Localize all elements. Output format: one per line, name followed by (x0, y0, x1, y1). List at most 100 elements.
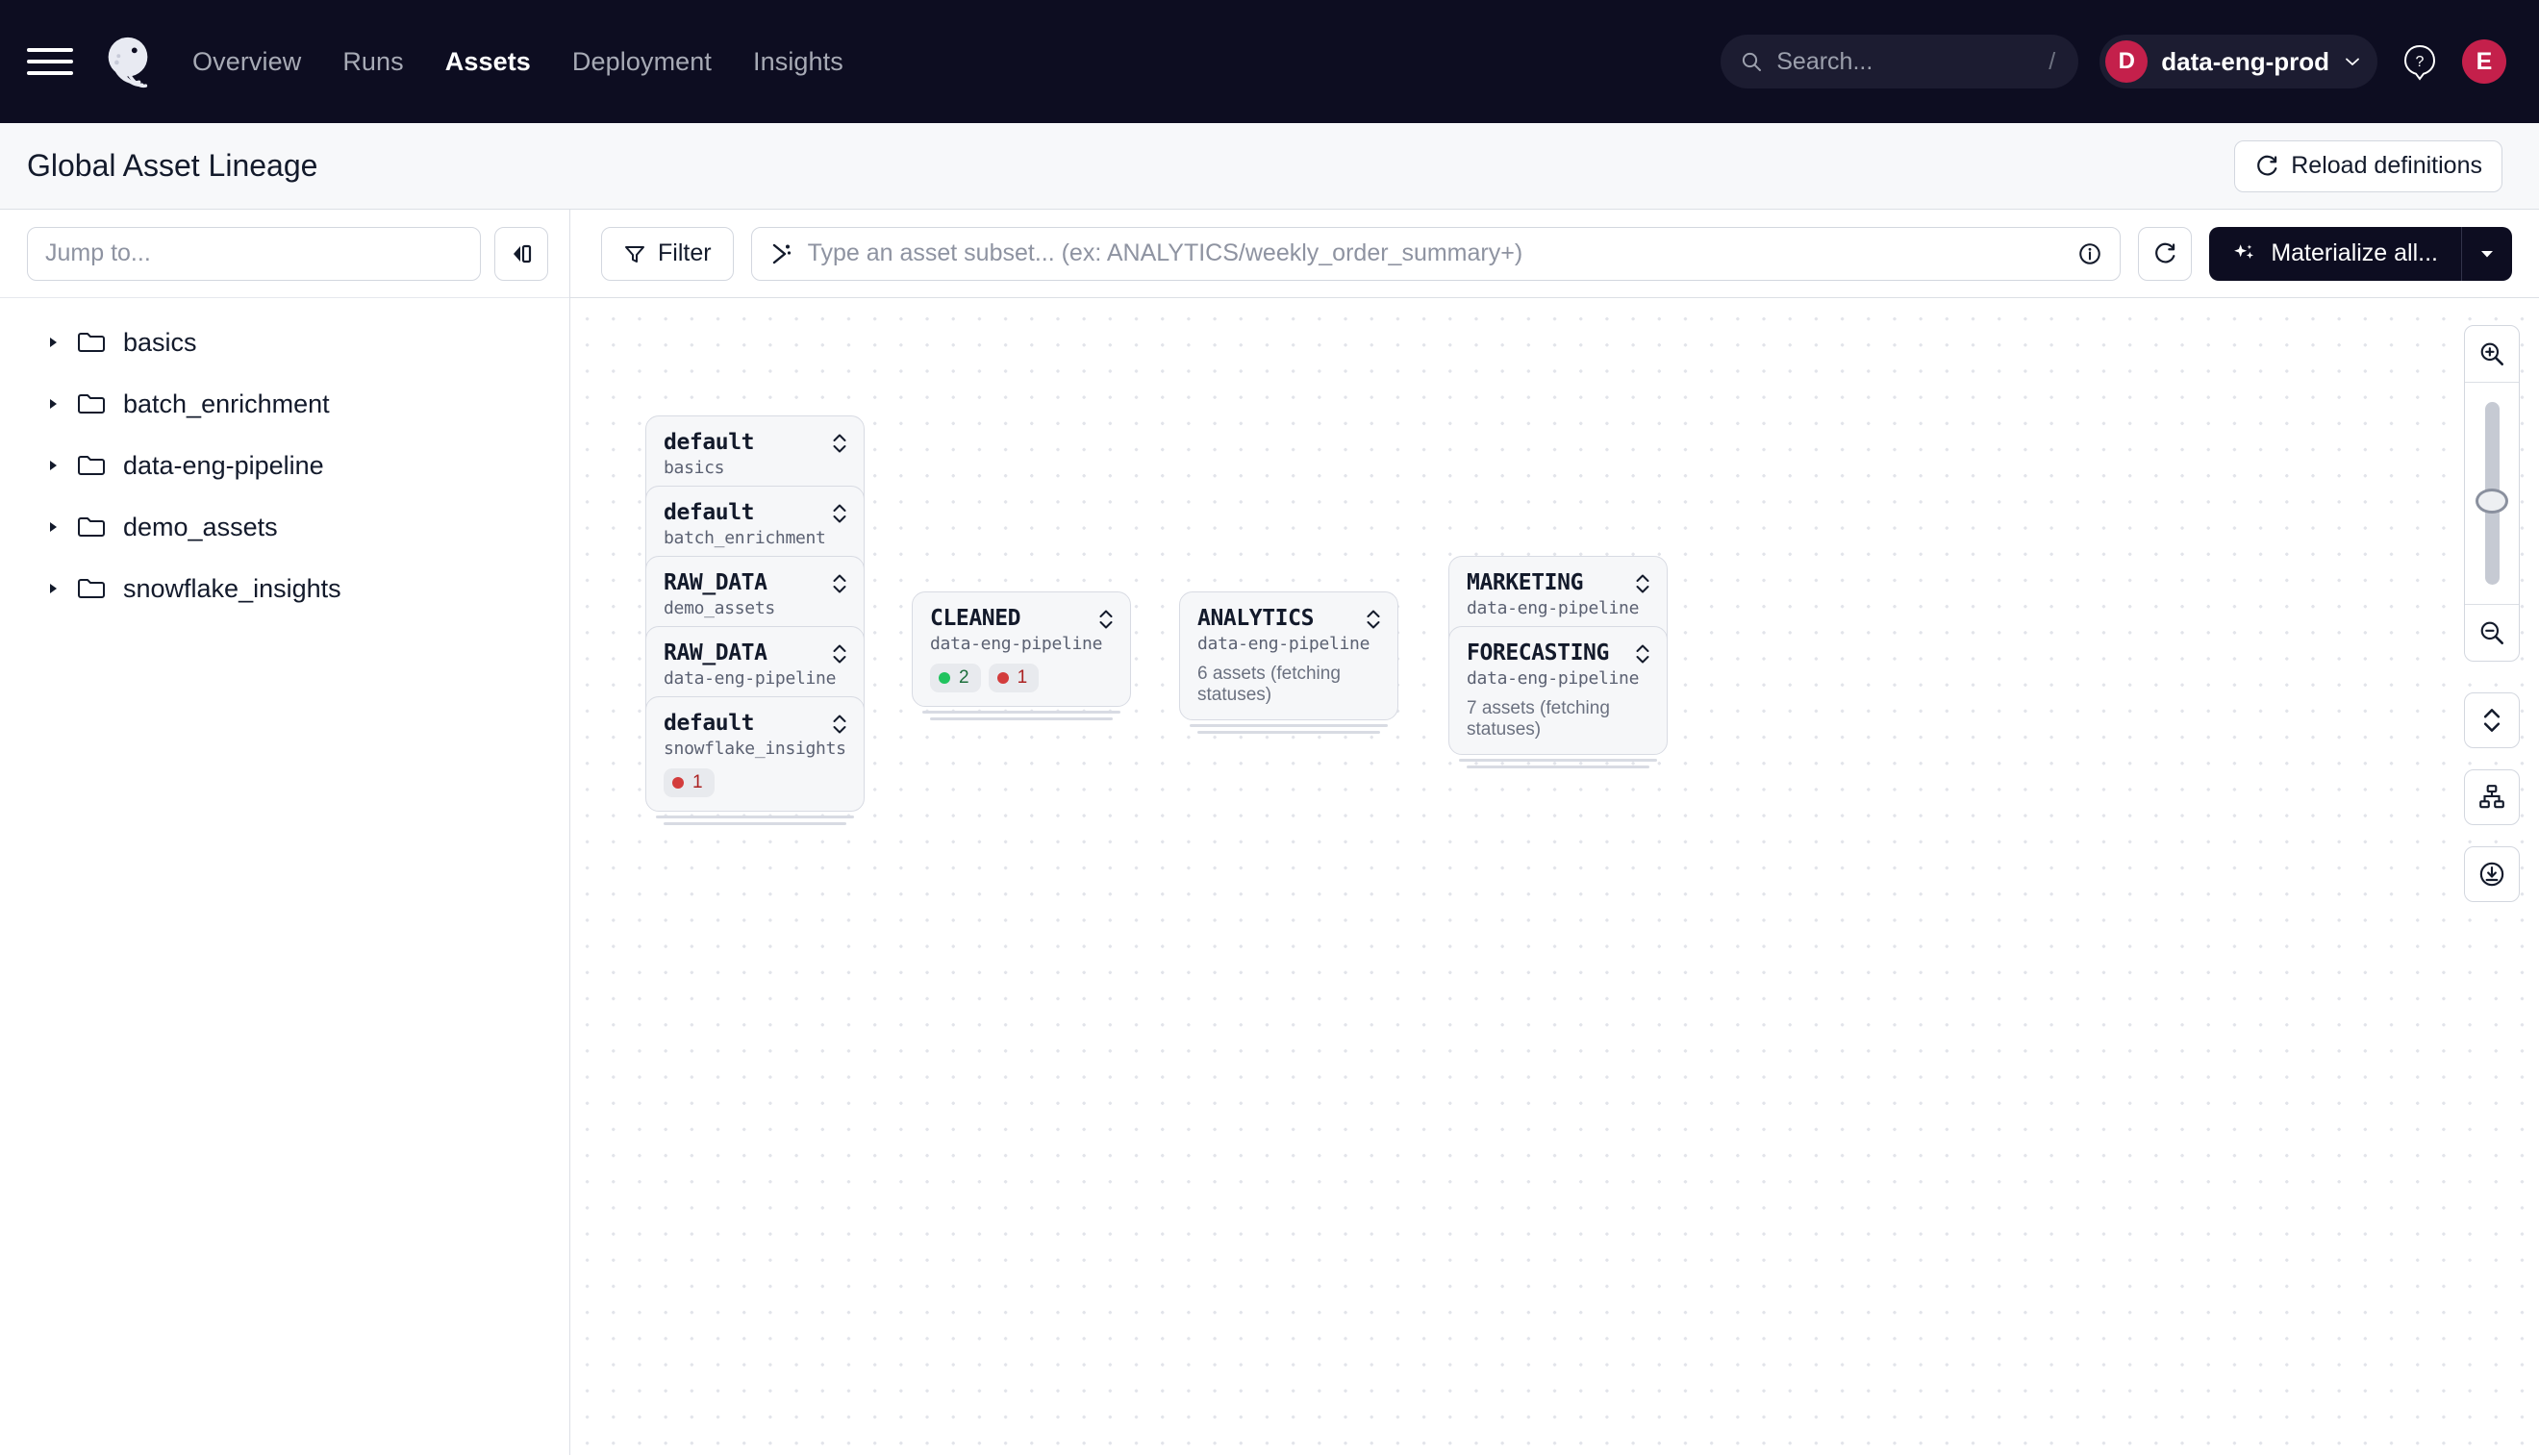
expand-collapse-icon[interactable] (831, 642, 848, 665)
node-subtitle: batch_enrichment (664, 528, 826, 548)
nav-link-runs[interactable]: Runs (342, 46, 404, 76)
node-title: FORECASTING (1467, 640, 1609, 665)
node-subtitle: basics (664, 458, 725, 478)
filter-button[interactable]: Filter (601, 226, 734, 281)
download-circle-icon (2479, 862, 2504, 887)
nav-link-insights[interactable]: Insights (753, 46, 843, 76)
hamburger-menu-icon[interactable] (27, 38, 73, 85)
refresh-graph-button[interactable] (2138, 226, 2193, 281)
page-title: Global Asset Lineage (27, 148, 318, 183)
caret-right-icon[interactable] (46, 336, 60, 349)
folder-icon (78, 394, 105, 414)
caret-right-icon[interactable] (46, 397, 60, 411)
lineage-graph-canvas[interactable]: default basics 3 default batch_enrichmen… (570, 298, 2539, 1455)
sidebar-item-basics[interactable]: basics (0, 312, 569, 373)
zoom-slider-thumb[interactable] (2476, 489, 2508, 514)
zoom-in-button[interactable] (2465, 326, 2519, 382)
nav-link-deployment[interactable]: Deployment (571, 46, 712, 76)
reload-definitions-button[interactable]: Reload definitions (2234, 139, 2502, 192)
caret-right-icon[interactable] (46, 520, 60, 534)
help-circle-icon[interactable]: ? (2399, 40, 2441, 83)
expand-collapse-icon[interactable] (831, 502, 848, 525)
lineage-main-panel: Filter Type an asset subset... (ex: ANAL… (570, 210, 2539, 1455)
zoom-controls (2464, 325, 2520, 662)
search-icon (1743, 52, 1762, 71)
asset-group-node[interactable]: CLEANED data-eng-pipeline 2 1 (912, 591, 1131, 720)
org-name: data-eng-prod (2161, 46, 2329, 76)
sidebar-item-label: basics (123, 327, 197, 357)
expand-all-button[interactable] (2464, 692, 2520, 748)
asset-group-node[interactable]: FORECASTING data-eng-pipeline 7 assets (… (1448, 626, 1668, 768)
expand-collapse-icon[interactable] (1097, 608, 1115, 631)
expand-collapse-icon[interactable] (831, 572, 848, 595)
asset-subset-input[interactable]: Type an asset subset... (ex: ANALYTICS/w… (750, 226, 2122, 281)
layout-direction-button[interactable] (2464, 769, 2520, 825)
node-title: ANALYTICS (1197, 606, 1315, 631)
expand-collapse-icon[interactable] (1634, 642, 1651, 665)
org-switcher[interactable]: D data-eng-prod (2099, 35, 2377, 88)
caret-right-icon[interactable] (46, 582, 60, 595)
sidebar-item-label: data-eng-pipeline (123, 450, 324, 480)
node-status-pills: 2 1 (930, 664, 1111, 692)
jump-to-input[interactable] (27, 226, 481, 281)
status-badge[interactable]: 2 (930, 664, 981, 692)
expand-collapse-icon[interactable] (1365, 608, 1382, 631)
asset-subset-placeholder: Type an asset subset... (ex: ANALYTICS/w… (807, 239, 1523, 266)
funnel-icon (625, 245, 644, 263)
materialize-all-button[interactable]: Materialize all... (2209, 226, 2462, 281)
filter-label: Filter (658, 239, 712, 266)
expand-collapse-icon[interactable] (831, 432, 848, 455)
node-subtitle: data-eng-pipeline (930, 634, 1103, 654)
status-count: 1 (1017, 667, 1028, 688)
materialize-options-caret[interactable] (2462, 227, 2512, 281)
search-placeholder: Search... (1776, 47, 1873, 75)
page-header: Global Asset Lineage Reload definitions (0, 123, 2539, 210)
info-circle-icon[interactable] (2077, 241, 2102, 266)
asset-group-node[interactable]: ANALYTICS data-eng-pipeline 6 assets (fe… (1179, 591, 1398, 734)
asset-group-sidebar: basics batch_enrichment data-eng-pipelin… (0, 210, 570, 1455)
materialize-all-button-group[interactable]: Materialize all... (2209, 226, 2512, 281)
node-title: CLEANED (930, 606, 1021, 631)
folder-icon (78, 456, 105, 475)
node-subtitle: demo_assets (664, 598, 775, 618)
status-dot-failed (672, 777, 684, 789)
sidebar-item-snowflake_insights[interactable]: snowflake_insights (0, 558, 569, 619)
caret-right-icon[interactable] (46, 459, 60, 472)
status-count: 2 (959, 667, 969, 688)
global-search-input[interactable]: Search... / (1721, 35, 2079, 88)
sidebar-item-batch_enrichment[interactable]: batch_enrichment (0, 373, 569, 435)
asset-group-node[interactable]: default snowflake_insights 1 (645, 696, 865, 825)
expand-collapse-icon[interactable] (1634, 572, 1651, 595)
node-title: RAW_DATA (664, 570, 767, 595)
top-navigation-bar: Overview Runs Assets Deployment Insights… (0, 0, 2539, 123)
nav-link-overview[interactable]: Overview (192, 46, 302, 76)
zoom-out-button[interactable] (2465, 605, 2519, 661)
asset-group-tree: basics batch_enrichment data-eng-pipelin… (0, 298, 569, 619)
download-graph-button[interactable] (2464, 846, 2520, 902)
zoom-slider[interactable] (2465, 382, 2519, 605)
node-title: default (664, 711, 755, 736)
nav-link-assets[interactable]: Assets (444, 46, 531, 76)
status-dot-failed (996, 672, 1009, 684)
node-title: MARKETING (1467, 570, 1584, 595)
sidebar-item-demo_assets[interactable]: demo_assets (0, 496, 569, 558)
svg-text:?: ? (2416, 54, 2425, 70)
node-status-note: 6 assets (fetching statuses) (1197, 664, 1341, 705)
status-badge[interactable]: 1 (988, 664, 1040, 692)
dagster-logo-icon[interactable] (98, 32, 158, 91)
expand-collapse-icon (2483, 709, 2501, 732)
page-body: basics batch_enrichment data-eng-pipelin… (0, 210, 2539, 1455)
folder-icon (78, 333, 105, 352)
status-badge[interactable]: 1 (664, 768, 715, 797)
zoom-in-icon (2480, 342, 2503, 365)
expand-collapse-icon[interactable] (831, 713, 848, 736)
collapse-panel-icon[interactable] (494, 226, 548, 281)
sparkle-icon (2234, 243, 2254, 259)
user-avatar[interactable]: E (2462, 39, 2506, 84)
status-count: 1 (692, 772, 703, 792)
node-subtitle: data-eng-pipeline (1197, 634, 1370, 654)
node-subtitle: data-eng-pipeline (1467, 598, 1640, 618)
asset-selection-icon (772, 243, 791, 264)
node-title: default (664, 500, 755, 525)
sidebar-item-data-eng-pipeline[interactable]: data-eng-pipeline (0, 435, 569, 496)
